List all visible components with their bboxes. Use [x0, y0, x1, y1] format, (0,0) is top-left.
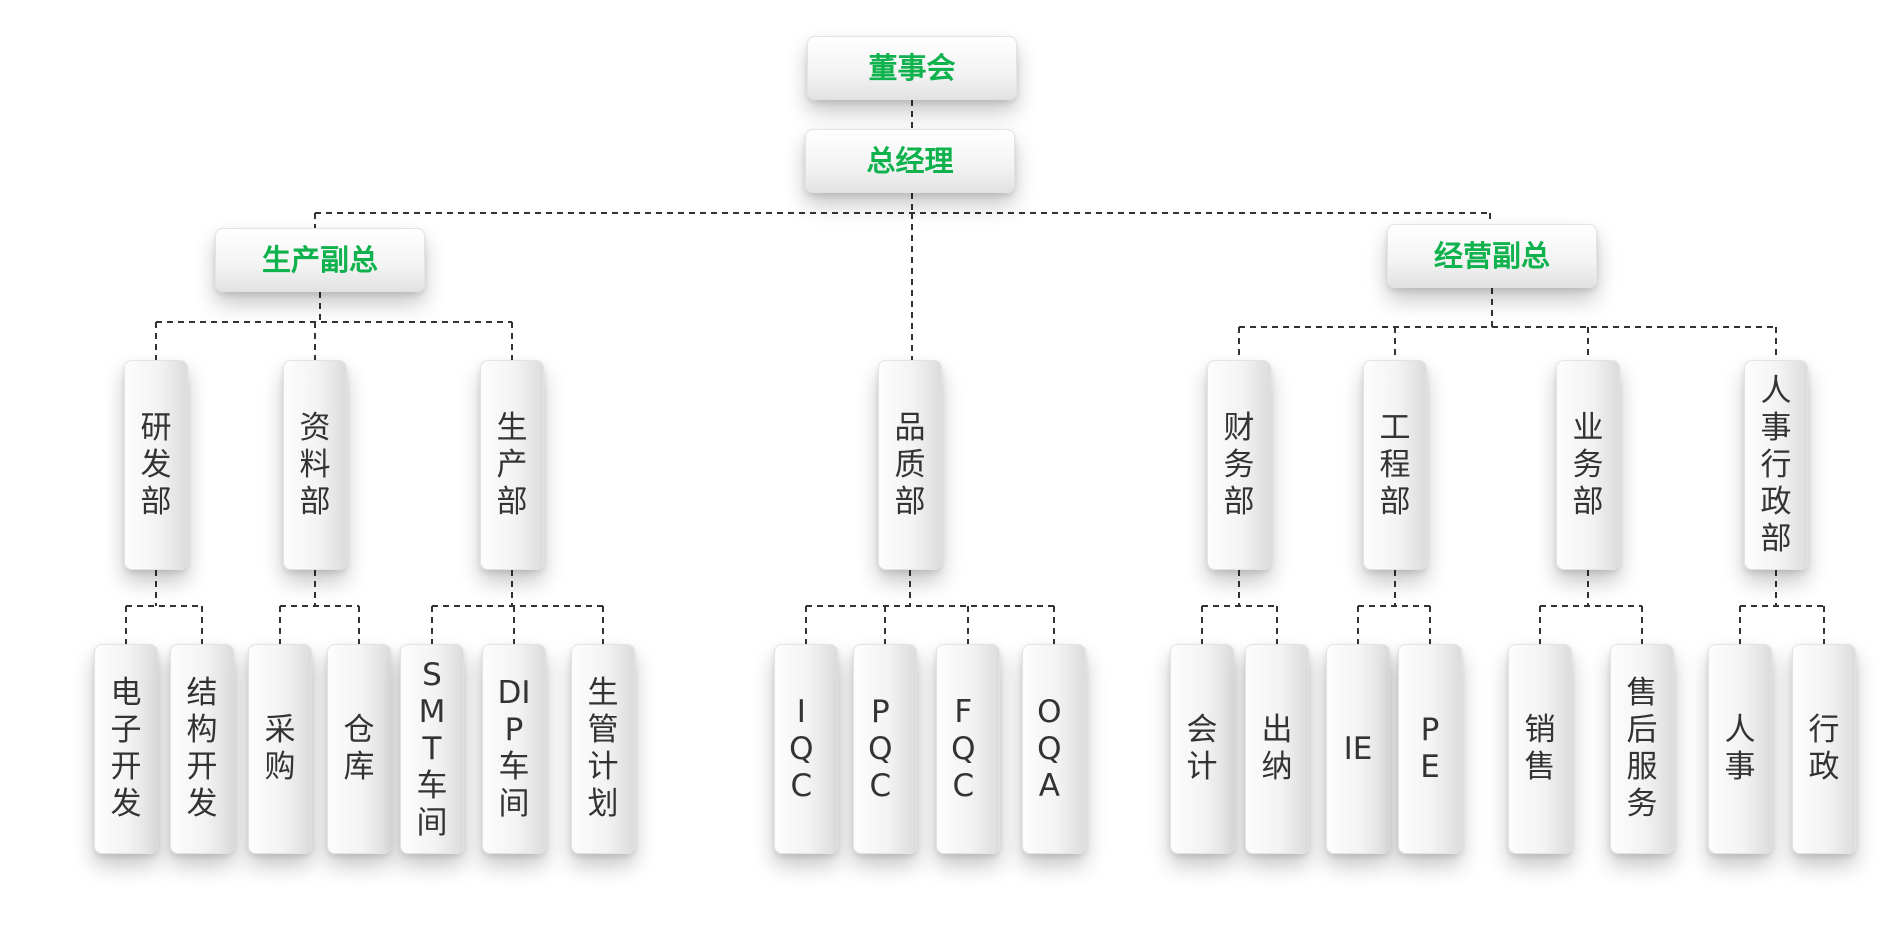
- dept-engineering: 工程部: [1363, 360, 1427, 570]
- dept-hr-admin-label: 人事行政部: [1760, 372, 1792, 557]
- unit-oqa-label: OQA: [1037, 693, 1071, 804]
- unit-hr: 人事: [1708, 644, 1772, 854]
- unit-warehouse-label: 仓库: [343, 712, 375, 785]
- unit-electronic-dev-label: 电子开发: [110, 675, 142, 822]
- unit-accounting: 会计: [1170, 644, 1234, 854]
- dept-quality: 品质部: [878, 360, 942, 570]
- board-label: 董事会: [868, 51, 956, 85]
- unit-warehouse: 仓库: [327, 644, 391, 854]
- unit-pqc: PQC: [853, 644, 917, 854]
- dept-rd-label: 研发部: [140, 409, 172, 520]
- unit-admin: 行政: [1792, 644, 1856, 854]
- dept-finance: 财务部: [1207, 360, 1271, 570]
- unit-ie-label: IE: [1343, 730, 1373, 767]
- dept-engineering-label: 工程部: [1379, 409, 1411, 520]
- unit-production-planning-label: 生管计划: [587, 675, 619, 822]
- vp-operations-node: 经营副总: [1387, 224, 1597, 288]
- unit-fqc: FQC: [936, 644, 1000, 854]
- unit-purchasing-label: 采购: [264, 712, 296, 785]
- dept-finance-label: 财务部: [1223, 409, 1255, 520]
- unit-hr-label: 人事: [1724, 712, 1756, 785]
- board-node: 董事会: [807, 36, 1017, 100]
- unit-sales: 销售: [1508, 644, 1572, 854]
- dept-materials: 资料部: [283, 360, 347, 570]
- unit-dip-workshop-label: DIP车间: [497, 675, 531, 822]
- vp-production-node: 生产副总: [215, 228, 425, 292]
- vp-production-label: 生产副总: [261, 243, 378, 277]
- unit-ie: IE: [1326, 644, 1390, 854]
- vp-operations-label: 经营副总: [1433, 239, 1550, 273]
- unit-iqc-label: IQC: [789, 693, 823, 804]
- unit-dip-workshop: DIP车间: [482, 644, 546, 854]
- dept-production-label: 生产部: [496, 409, 528, 520]
- dept-sales-label: 业务部: [1572, 409, 1604, 520]
- unit-smt-workshop: SMT车间: [400, 644, 464, 854]
- unit-admin-label: 行政: [1808, 712, 1840, 785]
- ceo-label: 总经理: [866, 144, 954, 178]
- unit-accounting-label: 会计: [1186, 712, 1218, 785]
- unit-smt-workshop-label: SMT车间: [416, 656, 448, 841]
- unit-purchasing: 采购: [248, 644, 312, 854]
- dept-sales: 业务部: [1556, 360, 1620, 570]
- unit-pqc-label: PQC: [868, 693, 902, 804]
- unit-electronic-dev: 电子开发: [94, 644, 158, 854]
- unit-sales-label: 销售: [1524, 712, 1556, 785]
- dept-hr-admin: 人事行政部: [1744, 360, 1808, 570]
- unit-production-planning: 生管计划: [571, 644, 635, 854]
- unit-after-sales-label: 售后服务: [1626, 675, 1658, 822]
- ceo-node: 总经理: [805, 129, 1015, 193]
- unit-structural-dev: 结构开发: [170, 644, 234, 854]
- dept-materials-label: 资料部: [299, 409, 331, 520]
- unit-fqc-label: FQC: [951, 693, 985, 804]
- unit-pe-label: PE: [1420, 712, 1440, 785]
- unit-cashier-label: 出纳: [1261, 712, 1293, 785]
- unit-oqa: OQA: [1022, 644, 1086, 854]
- dept-rd: 研发部: [124, 360, 188, 570]
- unit-iqc: IQC: [774, 644, 838, 854]
- unit-structural-dev-label: 结构开发: [186, 675, 218, 822]
- dept-quality-label: 品质部: [894, 409, 926, 520]
- unit-pe: PE: [1398, 644, 1462, 854]
- unit-cashier: 出纳: [1245, 644, 1309, 854]
- dept-production: 生产部: [480, 360, 544, 570]
- unit-after-sales: 售后服务: [1610, 644, 1674, 854]
